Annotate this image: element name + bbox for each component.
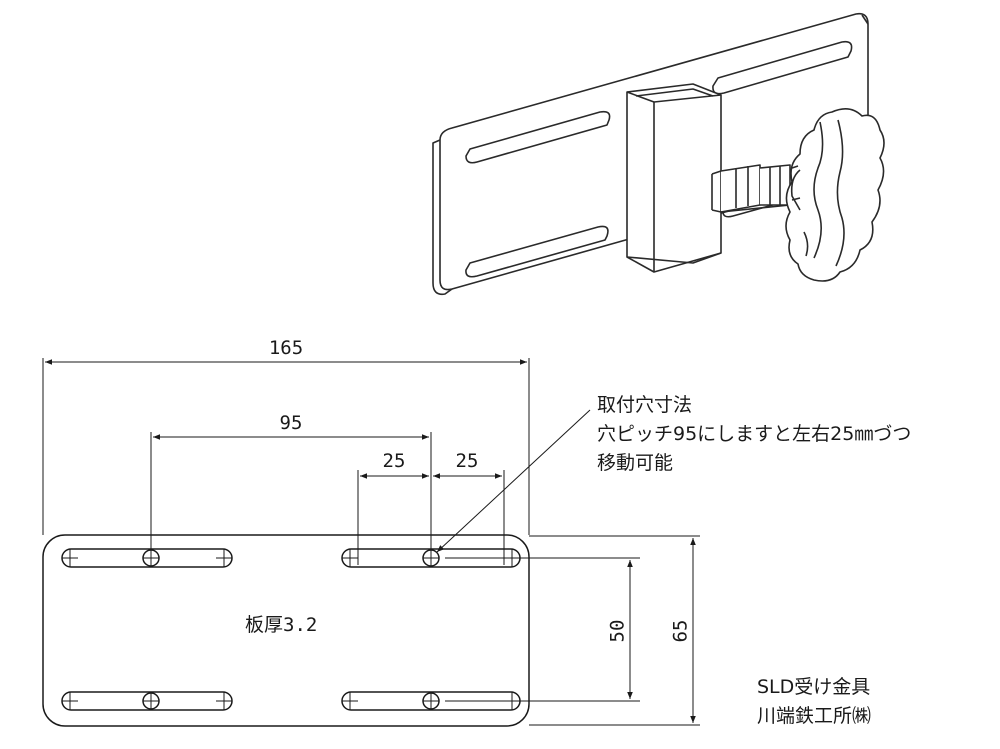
plate-edge	[432, 139, 453, 296]
threaded-shaft	[711, 164, 791, 213]
dim-label-165: 165	[269, 337, 303, 359]
slot-top-left	[465, 110, 611, 164]
product-name: SLD受け金具	[757, 676, 871, 698]
product-caption: SLD受け金具 川端鉄工所㈱	[757, 673, 871, 731]
maker-name: 川端鉄工所㈱	[757, 705, 872, 727]
dimension-labels: 165 95 25 25 50 65 板厚3.2	[245, 337, 692, 642]
square-tube	[626, 83, 722, 273]
dim-label-25-right: 25	[456, 450, 479, 472]
slot-bottom-left	[465, 225, 609, 278]
dim-label-65: 65	[670, 620, 692, 643]
mounting-hole-note: 取付穴寸法 穴ピッチ95にしますと左右25㎜づつ 移動可能	[597, 391, 911, 478]
dim-label-25-left: 25	[383, 450, 406, 472]
slot-top-right	[712, 40, 853, 95]
dim-label-95: 95	[280, 412, 303, 434]
star-knob	[785, 108, 885, 282]
center-marks	[62, 549, 520, 710]
plate-rectangle	[42, 534, 530, 727]
leader-line	[436, 409, 591, 553]
plate-plan-view	[42, 358, 700, 727]
note-line-2: 穴ピッチ95にしますと左右25㎜づつ	[597, 423, 912, 445]
note-line-3: 移動可能	[597, 452, 674, 474]
plate-thickness-label: 板厚3.2	[245, 614, 317, 636]
dim-label-50: 50	[607, 620, 629, 643]
note-line-1: 取付穴寸法	[597, 394, 693, 416]
isometric-bracket-view	[432, 12, 885, 296]
